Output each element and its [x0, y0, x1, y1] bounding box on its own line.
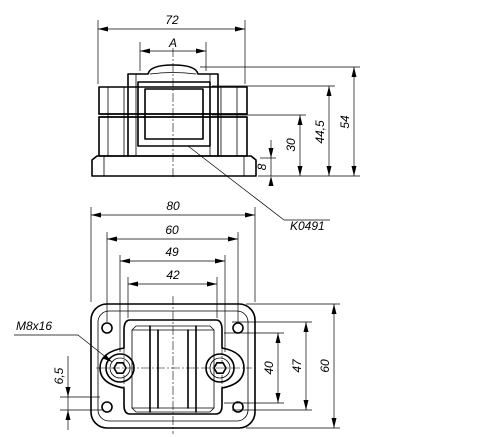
- dim-front-30: 30: [284, 138, 298, 152]
- dim-top-6-5: 6,5: [52, 367, 66, 384]
- dim-front-width: 72: [165, 13, 179, 27]
- front-base-flange: [91, 155, 257, 177]
- dim-top-42: 42: [166, 268, 180, 282]
- dim-top-40: 40: [262, 361, 276, 375]
- front-view: 72 A 8 30 44,5 54: [91, 13, 360, 233]
- top-clamp-body: [99, 319, 245, 415]
- part-number-label: K0491: [290, 219, 325, 233]
- screw-size-label: M8x16: [16, 319, 52, 333]
- dim-top-80: 80: [166, 199, 180, 213]
- dim-top-60: 60: [165, 223, 179, 237]
- corner-hole: [101, 322, 113, 334]
- dim-top-60-vertical: 60: [318, 359, 332, 373]
- dim-front-54: 54: [338, 115, 352, 129]
- dim-clamp-width: A: [168, 36, 177, 50]
- top-view: 80 60 49 42 M8x16 6,5: [14, 199, 340, 434]
- dim-top-49: 49: [165, 245, 179, 259]
- dim-top-47: 47: [290, 358, 304, 373]
- corner-hole: [232, 322, 244, 334]
- dim-front-44-5: 44,5: [313, 120, 327, 144]
- corner-hole: [101, 401, 113, 413]
- dim-front-8: 8: [255, 163, 269, 170]
- corner-hole: [232, 401, 244, 413]
